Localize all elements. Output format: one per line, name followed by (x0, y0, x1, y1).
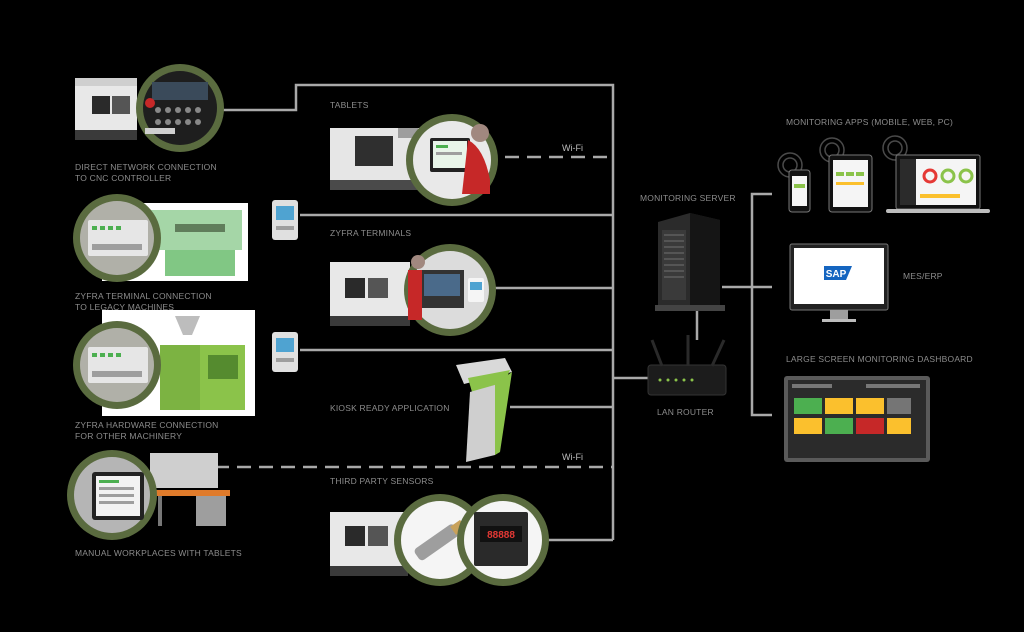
line-cnc (222, 83, 615, 540)
label-legacy-line1: ZYFRA TERMINAL CONNECTION (75, 291, 212, 301)
label-tablets: TABLETS (330, 100, 369, 110)
sensor-display-text: 88888 (487, 530, 515, 541)
manual-tablet-circle (67, 450, 157, 540)
label-wifi-top: Wi-Fi (562, 143, 583, 153)
label-manual: MANUAL WORKPLACES WITH TABLETS (75, 548, 242, 559)
label-terminals: ZYFRA TERMINALS (330, 228, 412, 238)
legacy-machine (102, 203, 248, 281)
label-router: LAN ROUTER (657, 407, 714, 417)
tablets-lathe (330, 128, 422, 190)
sap-logo-text: SAP (826, 269, 847, 280)
terminals-cnc (330, 262, 410, 326)
hardware-terminal-device (272, 332, 298, 372)
sensor-probe-circle (394, 494, 486, 586)
cnc-machine (75, 78, 137, 140)
kiosk (456, 358, 512, 462)
sensor-meter-circle: 88888 (457, 494, 549, 586)
cnc-controller-circle (136, 64, 224, 152)
monitoring-apps-devices (777, 135, 990, 213)
legacy-terminal-circle (73, 194, 161, 282)
label-server: MONITORING SERVER (640, 193, 736, 203)
label-cnc-line1: DIRECT NETWORK CONNECTION (75, 162, 217, 172)
label-dashboard: LARGE SCREEN MONITORING DASHBOARD (786, 354, 973, 364)
label-wifi-bottom: Wi-Fi (562, 452, 583, 462)
connection-lines (222, 83, 772, 542)
label-mes: MES/ERP (903, 271, 943, 281)
hardware-terminal-circle (73, 321, 161, 409)
label-kiosk: KIOSK READY APPLICATION (330, 403, 450, 413)
label-manual-line1: MANUAL WORKPLACES WITH TABLETS (75, 548, 242, 558)
label-cnc-line2: TO CNC CONTROLLER (75, 173, 172, 183)
lan-router (647, 335, 727, 396)
label-apps: MONITORING APPS (MOBILE, WEB, PC) (786, 117, 954, 127)
legacy-terminal-device (272, 200, 298, 240)
mes-monitor: SAP (789, 243, 889, 322)
manual-workplace (150, 453, 230, 526)
label-legacy-line2: TO LEGACY MACHINES (75, 302, 175, 312)
monitoring-server (655, 213, 725, 311)
label-hardware-line1: ZYFRA HARDWARE CONNECTION (75, 420, 219, 430)
line-outputs (750, 192, 772, 417)
tablets-circle (406, 114, 498, 206)
label-hardware-line2: FOR OTHER MACHINERY (75, 431, 183, 441)
dashboard-screen (784, 376, 930, 462)
label-sensors: THIRD PARTY SENSORS (330, 476, 434, 486)
wifi-lines (215, 155, 613, 469)
terminals-circle (404, 244, 496, 336)
